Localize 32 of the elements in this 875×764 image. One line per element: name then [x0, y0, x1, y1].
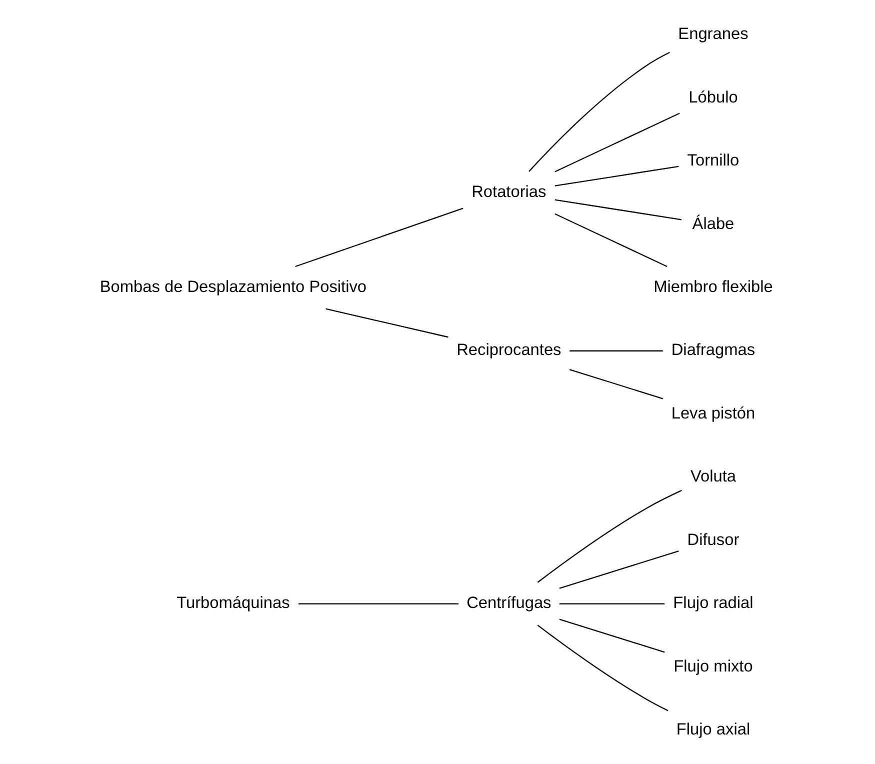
connector: [537, 624, 668, 711]
connector: [554, 212, 668, 267]
connector: [559, 550, 679, 588]
connector: [528, 51, 670, 172]
node-text: Rotatorias: [472, 182, 546, 201]
node-text: Voluta: [690, 467, 736, 486]
node-text: Diafragmas: [671, 340, 756, 359]
node-text: Lóbulo: [688, 88, 738, 106]
connector: [560, 602, 665, 604]
node-text: Centrífugas: [466, 594, 552, 612]
connector: [298, 602, 459, 604]
connector: [559, 618, 665, 652]
connector: [537, 489, 682, 582]
node-text: Flujo axial: [676, 720, 750, 738]
connector: [554, 165, 679, 186]
node-text: Miembro flexible: [654, 277, 773, 296]
connector: [326, 308, 448, 338]
node-text: Engranes: [678, 24, 748, 43]
node-text: Reciprocantes: [456, 340, 562, 359]
node-text: Flujo radial: [673, 594, 754, 612]
node-text: Bombas de Desplazamiento Positivo: [100, 277, 367, 296]
connector: [554, 198, 682, 220]
connector: [569, 368, 664, 399]
connector: [554, 112, 680, 172]
node-text: Álabe: [692, 214, 734, 232]
connector: [295, 207, 464, 267]
node-text: Flujo mixto: [674, 656, 753, 675]
node-text: Difusor: [687, 530, 740, 548]
node-text: Leva pistón: [671, 404, 756, 422]
node-text: Turbomáquinas: [176, 594, 290, 612]
node-text: Tornillo: [687, 151, 740, 170]
connector: [570, 350, 663, 351]
